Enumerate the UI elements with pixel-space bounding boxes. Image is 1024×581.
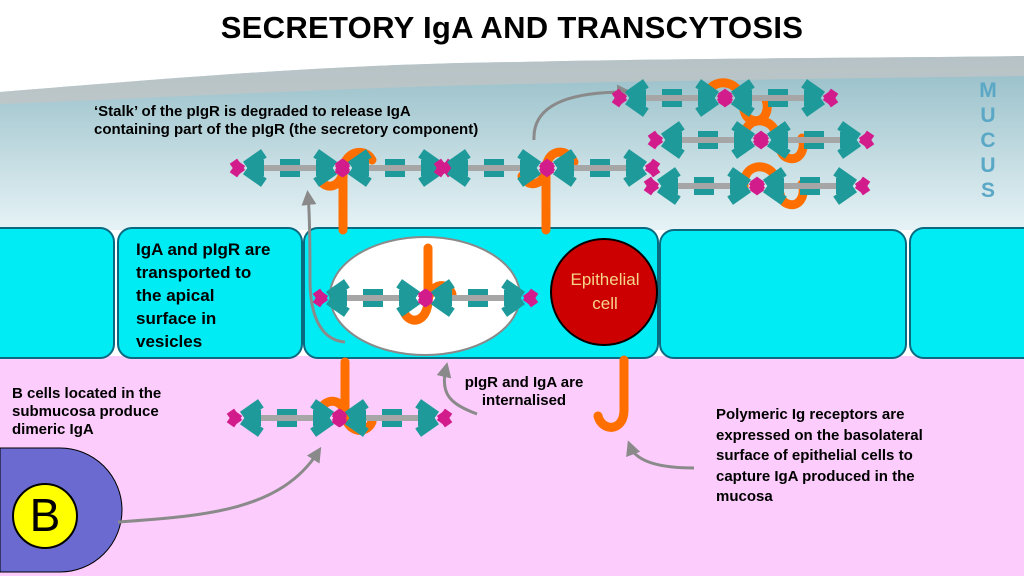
polymeric-line: capture IgA produced in the <box>716 467 915 485</box>
stalk-line: ‘Stalk’ of the pIgR is degraded to relea… <box>94 103 411 120</box>
vesicle-line: surface in <box>136 309 217 328</box>
mucus-letter: C <box>980 129 996 152</box>
vesicle-label: IgA and pIgR are transported to the apic… <box>136 238 270 353</box>
epithelial-line: Epithelial <box>570 270 640 289</box>
nucleus <box>550 238 658 346</box>
vesicle-line: the apical <box>136 286 215 305</box>
polymeric-label: Polymeric Ig receptors are expressed on … <box>716 405 923 508</box>
submucosa-region <box>0 356 1024 576</box>
epithelial-cell-2 <box>117 227 303 359</box>
internalised-line: pIgR and IgA are <box>464 374 584 391</box>
epithelial-cell-5 <box>909 227 1024 359</box>
internalised-line: internalised <box>481 392 567 409</box>
b-cell-label: B <box>29 489 61 541</box>
polymeric-line: Polymeric Ig receptors are <box>716 406 905 423</box>
bcells-line: dimeric IgA <box>12 421 94 438</box>
arrow-internalised <box>436 362 478 416</box>
b-cell-nucleus <box>12 483 78 549</box>
mucus-letter: M <box>979 79 997 102</box>
polymeric-line: mucosa <box>716 488 773 505</box>
arrow-vesicle <box>301 190 346 344</box>
mucus-label: M U C U S <box>976 78 1000 203</box>
bcells-label: B cells located in the submucosa produce… <box>12 385 161 439</box>
polymeric-line: surface of epithelial cells to <box>716 447 913 464</box>
epithelial-cell-label: Epithelial cell <box>552 268 658 316</box>
arrow-bcell <box>117 446 322 524</box>
page-title: SECRETORY IgA AND TRANSCYTOSIS <box>220 10 804 45</box>
bcells-line: B cells located in the <box>12 385 162 402</box>
stalk-label: ‘Stalk’ of the pIgR is degraded to relea… <box>94 103 478 139</box>
vesicle-line: IgA and pIgR are <box>136 240 271 259</box>
vesicle-line: transported to <box>136 263 252 282</box>
polymeric-line: expressed on the basolateral <box>716 426 923 444</box>
bcells-line: submucosa produce <box>12 403 159 420</box>
epithelial-cell-4 <box>659 229 907 359</box>
stalk-line: containing part of the pIgR (the secreto… <box>94 121 479 138</box>
arrow-release <box>532 84 632 141</box>
vesicle-line: vesicles <box>136 332 203 351</box>
arrow-receptor <box>626 440 695 470</box>
mucus-letter: U <box>980 104 996 127</box>
epithelial-cell-1 <box>0 227 115 359</box>
mucus-letter: S <box>980 179 995 202</box>
internalised-label: pIgR and IgA are internalised <box>452 374 596 410</box>
epithelial-line: cell <box>592 294 618 313</box>
mucus-letter: U <box>980 154 996 177</box>
